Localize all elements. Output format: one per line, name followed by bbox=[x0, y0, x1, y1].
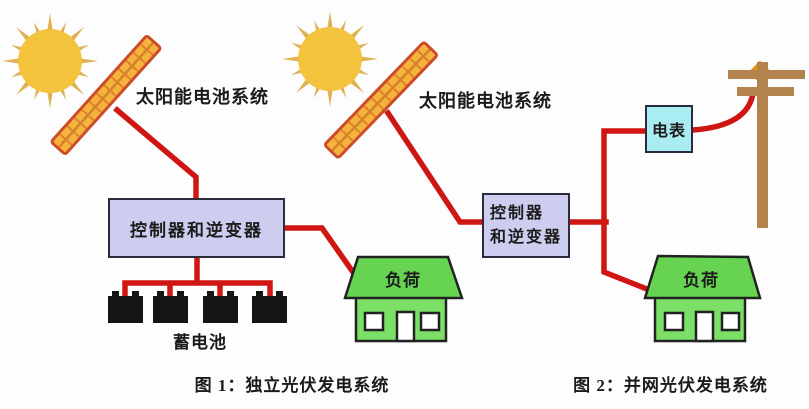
electric-meter-box: 电表 bbox=[645, 105, 693, 153]
caption-fig2: 图 2：并网光伏发电系统 bbox=[573, 376, 768, 395]
battery-terminal bbox=[207, 291, 214, 296]
controller-label-fig1: 控制器和逆变器 bbox=[130, 220, 263, 240]
battery-label: 蓄电池 bbox=[173, 333, 227, 352]
battery-terminal bbox=[112, 291, 119, 296]
battery-terminal bbox=[177, 291, 184, 296]
house-window bbox=[363, 311, 385, 332]
battery bbox=[108, 291, 143, 323]
load-house bbox=[643, 254, 762, 343]
controller-label-line2-fig2: 和逆变器 bbox=[490, 228, 563, 246]
load-label-fig2: 负荷 bbox=[683, 271, 719, 290]
wire-panel2-to-controller2 bbox=[384, 109, 486, 225]
house-door bbox=[694, 310, 715, 343]
controller-inverter-box-fig2: 控制器 和逆变器 bbox=[482, 193, 570, 258]
wire-panel1-to-controller1 bbox=[113, 106, 199, 205]
utility-pole-crossarm-top bbox=[728, 70, 805, 79]
battery bbox=[252, 291, 287, 323]
battery-terminal bbox=[227, 291, 234, 296]
controller-inverter-box-fig1: 控制器和逆变器 bbox=[108, 198, 285, 258]
house-door bbox=[395, 310, 416, 343]
house-roof bbox=[343, 255, 464, 300]
battery-terminal bbox=[157, 291, 164, 296]
house-roof bbox=[643, 254, 762, 300]
caption-fig1: 图 1：独立光伏发电系统 bbox=[194, 376, 390, 395]
wire-controller1-to-load1 bbox=[281, 225, 359, 279]
wire-controller1-to-batteries bbox=[122, 255, 273, 301]
panel-label-fig2: 太阳能电池系统 bbox=[419, 91, 552, 111]
battery-terminal bbox=[276, 291, 283, 296]
battery bbox=[153, 291, 188, 323]
battery-terminal bbox=[256, 291, 263, 296]
utility-pole-crossarm-bottom bbox=[737, 87, 794, 96]
house-window bbox=[419, 311, 441, 332]
controller-label-line1-fig2: 控制器 bbox=[490, 204, 545, 222]
house-window bbox=[663, 311, 685, 332]
utility-pole-icon bbox=[757, 62, 768, 228]
load-label-fig1: 负荷 bbox=[385, 271, 421, 290]
battery-terminal bbox=[132, 291, 139, 296]
battery bbox=[203, 291, 238, 323]
wire-trunk-meter-load bbox=[601, 128, 656, 295]
sun-icon bbox=[2, 13, 98, 109]
load-house bbox=[343, 255, 464, 343]
wire-meter-to-pole bbox=[690, 89, 757, 133]
sun-icon bbox=[282, 11, 378, 107]
house-window bbox=[720, 311, 741, 332]
meter-label: 电表 bbox=[651, 123, 686, 140]
panel-label-fig1: 太阳能电池系统 bbox=[136, 87, 269, 107]
